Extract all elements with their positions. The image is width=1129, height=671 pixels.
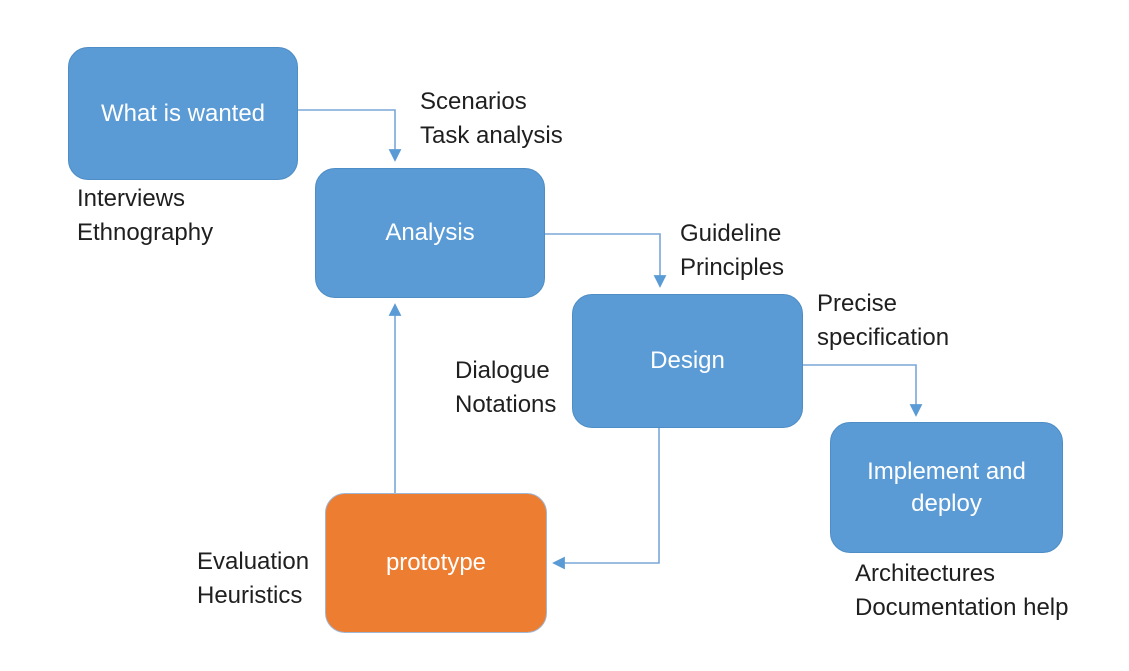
node-implement-deploy: Implement and deploy <box>830 422 1063 553</box>
annotation-line: Task analysis <box>420 122 563 149</box>
annotation-line: specification <box>817 324 950 351</box>
arrow-analysis-to-design <box>545 233 667 288</box>
annotation-scenarios-task-analysis: Scenarios Task analysis <box>420 85 563 153</box>
annotation-line: Evaluation <box>197 548 310 575</box>
annotation-evaluation-heuristics: Evaluation Heuristics <box>197 545 309 613</box>
annotation-line: Architectures <box>855 560 996 587</box>
node-design: Design <box>572 294 803 428</box>
node-prototype-label: prototype <box>385 549 487 576</box>
node-implement-deploy-label: Implement and deploy <box>867 457 1026 517</box>
annotation-line: Precise <box>817 290 898 317</box>
node-design-label: Design <box>650 347 725 374</box>
annotation-line: Scenarios <box>420 88 527 115</box>
annotation-dialogue-notations: Dialogue Notations <box>455 354 556 422</box>
node-prototype: prototype <box>325 493 547 633</box>
annotation-line: Dialogue <box>455 357 550 384</box>
annotation-architectures-documentation: Architectures Documentation help <box>855 557 1068 625</box>
annotation-line: Interviews <box>77 185 186 212</box>
node-what-is-wanted-label: What is wanted <box>100 99 266 127</box>
annotation-line: Ethnography <box>77 219 214 246</box>
annotation-guideline-principles: Guideline Principles <box>680 217 784 285</box>
node-what-is-wanted: What is wanted <box>68 47 298 180</box>
arrow-what-is-wanted-to-analysis <box>298 109 402 162</box>
arrow-design-to-prototype <box>552 428 660 570</box>
annotation-line: Principles <box>680 254 785 281</box>
annotation-line: Guideline <box>680 220 782 247</box>
annotation-line: Heuristics <box>197 582 303 609</box>
annotation-precise-specification: Precise specification <box>817 287 949 355</box>
node-analysis-label: Analysis <box>385 219 475 246</box>
arrow-design-to-implement-deploy <box>803 364 923 417</box>
annotation-interviews-ethnography: Interviews Ethnography <box>77 182 213 250</box>
annotation-line: Notations <box>455 391 557 418</box>
node-analysis: Analysis <box>315 168 545 298</box>
annotation-line: Documentation help <box>855 594 1069 621</box>
